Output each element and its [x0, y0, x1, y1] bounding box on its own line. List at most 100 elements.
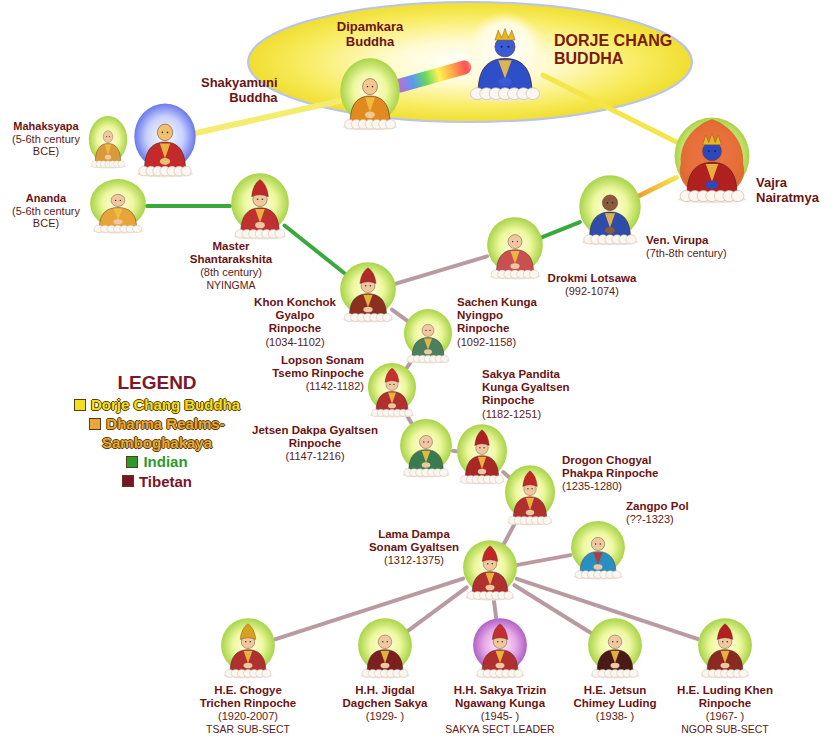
robe-fold	[105, 144, 111, 155]
robe	[376, 392, 408, 412]
robe-fold	[255, 209, 265, 223]
hat	[385, 368, 399, 382]
hat	[492, 624, 508, 640]
hat	[360, 268, 376, 284]
lotus-petal	[530, 270, 539, 278]
robe	[230, 650, 266, 673]
robe-fold	[486, 573, 495, 585]
hands	[105, 155, 111, 160]
lotus-petal	[629, 669, 638, 677]
legend-text: Dharma Realms- Samboghakaya	[102, 415, 225, 450]
figure-label: Master Shantarakshita(8th century)NYINGM…	[176, 240, 286, 291]
robe-fold	[424, 339, 432, 350]
robe	[707, 650, 743, 673]
figure-label: H.E. Luding Khen Rinpoche(1967- )NGOR SU…	[670, 684, 780, 735]
robe-fold	[160, 143, 170, 158]
robe-fold	[594, 553, 603, 565]
figure-label: Dipamkara Buddha	[325, 20, 415, 50]
figure-art	[697, 617, 753, 679]
figure-name: Lopson Sonam Tsemo Rinpoche	[262, 354, 366, 380]
eye	[479, 447, 480, 448]
halo	[404, 309, 452, 358]
eye	[517, 241, 518, 242]
crown	[495, 28, 515, 40]
figure-dates: (1092-1158)	[455, 336, 518, 349]
halo	[368, 363, 416, 412]
crown	[703, 134, 722, 145]
robe-fold	[113, 209, 122, 220]
figure-art	[578, 174, 642, 246]
eye	[428, 441, 429, 442]
lotus-petal	[133, 225, 142, 232]
figure-art	[339, 57, 401, 131]
figure-art	[89, 178, 147, 234]
figure-name: Ven. Virupa	[644, 234, 710, 247]
legend-text: Indian	[143, 453, 187, 470]
eye	[387, 641, 388, 642]
hat	[482, 546, 498, 562]
lineage-figure: H.E. Jetsun Chimey Luding(1938- )	[587, 617, 643, 679]
figure-label: Drokmi Lotsawa(992-1074)	[542, 272, 642, 298]
figure-dates: (1920-2007)	[216, 710, 280, 723]
eye	[492, 563, 493, 564]
eye	[425, 330, 426, 331]
legend-swatch	[122, 475, 134, 487]
halo	[465, 12, 546, 92]
eye	[600, 543, 601, 544]
lotus-petal	[118, 161, 124, 168]
eye	[617, 641, 618, 642]
figure-dates: (1945- )	[479, 710, 522, 723]
head	[157, 124, 172, 141]
lotus-petal	[386, 120, 396, 129]
figure-art	[504, 464, 556, 526]
hands	[478, 469, 486, 475]
eye	[162, 132, 164, 134]
legend-swatch	[89, 418, 101, 430]
halo	[89, 116, 127, 163]
lineage-figure: H.E. Chogye Trichen Rinpoche(1920-2007)T…	[220, 617, 276, 679]
figure-name: Master Shantarakshita	[176, 240, 286, 266]
lineage-figure: Dipamkara Buddha	[339, 57, 401, 131]
halo	[457, 424, 507, 478]
robe	[99, 208, 136, 228]
eye	[370, 285, 371, 286]
robe-fold	[381, 651, 390, 663]
lotus-petal	[275, 229, 285, 238]
figure-label: H.E. Chogye Trichen Rinpoche(1920-2007)T…	[193, 684, 303, 735]
robe-fold	[526, 498, 534, 510]
figure-label: DORJE CHANG BUDDHA	[552, 32, 702, 69]
lineage-figure: H.E. Luding Khen Rinpoche(1967- )NGOR SU…	[697, 617, 753, 679]
halo	[400, 419, 452, 471]
figure-name: H.H. Sakya Trizin Ngawang Kunga	[430, 684, 570, 710]
eye	[483, 447, 484, 448]
hands	[365, 111, 375, 118]
lineage-figure: Shakyamuni Buddha	[133, 102, 197, 178]
figure-label: Khon Konchok Gyalpo Rinpoche(1034-1102)	[250, 296, 340, 348]
figure-label: Vajra Nairatmya	[754, 176, 832, 206]
eye	[607, 202, 609, 204]
figure-art	[673, 116, 751, 204]
eye	[389, 384, 390, 385]
figure-art	[357, 617, 413, 679]
halo	[231, 173, 289, 232]
robe-fold	[498, 60, 511, 78]
figure-name: Khon Konchok Gyalpo Rinpoche	[250, 296, 340, 336]
eye	[167, 132, 169, 134]
lotus-petal	[262, 669, 271, 677]
figure-dates: (5-6th century BCE)	[4, 205, 88, 230]
lineage-figure: Sakya Pandita Kunga Gyaltsen Rinpoche(11…	[456, 423, 508, 485]
lineage-figure: Drogon Chogyal Phakpa Rinpoche(1235-1280…	[504, 464, 556, 526]
eye	[115, 200, 116, 201]
head	[508, 235, 522, 249]
hands	[424, 349, 432, 354]
eye	[595, 543, 596, 544]
robe	[482, 650, 518, 673]
head	[111, 194, 125, 206]
hands	[706, 181, 718, 189]
figure-art	[570, 520, 626, 580]
hands	[526, 510, 534, 516]
lotus-petal	[514, 669, 523, 677]
figure-name: Mahaksyapa	[11, 120, 80, 133]
figure-name: Drokmi Lotsawa	[546, 272, 639, 285]
lineage-line	[543, 75, 676, 142]
